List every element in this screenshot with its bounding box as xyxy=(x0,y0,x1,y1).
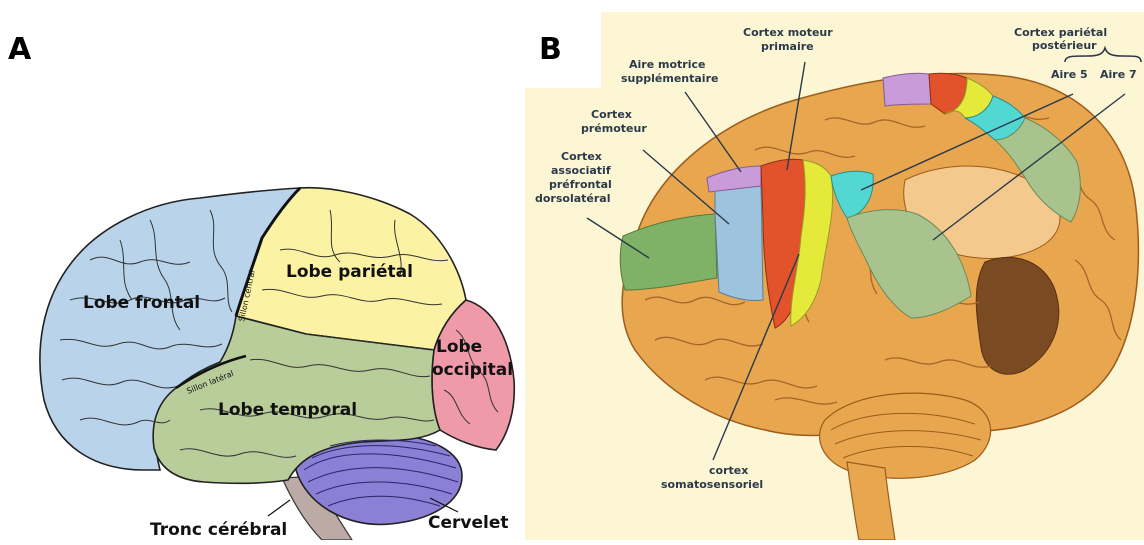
sma-label-2: supplémentaire xyxy=(621,72,718,85)
frontal-lobe-label: Lobe frontal xyxy=(83,293,200,313)
dlpfc-label-1: Cortex xyxy=(561,150,602,163)
panel-a: A xyxy=(0,0,540,540)
ppc-label-2: postérieur xyxy=(1032,39,1097,52)
occipital-lobe-label-line1: Lobe xyxy=(436,337,482,357)
ppc-label-1: Cortex pariétal xyxy=(1014,26,1107,39)
premotor-area xyxy=(715,184,763,301)
dlpfc-label-2: associatif xyxy=(551,164,611,177)
panel-a-brain-diagram: Lobe frontal Lobe pariétal Lobe occipita… xyxy=(0,0,540,540)
dlpfc-label-4: dorsolatéral xyxy=(535,192,611,205)
panel-b: B xyxy=(525,0,1144,540)
premotor-label-2: prémoteur xyxy=(581,122,647,135)
somatosensory-label-1: cortex xyxy=(709,464,748,477)
area7-label: Aire 7 xyxy=(1100,68,1137,81)
premotor-label-1: Cortex xyxy=(591,108,632,121)
motor-cortex-label-1: Cortex moteur xyxy=(743,26,833,39)
panel-b-letter: B xyxy=(539,32,562,67)
sma-label-1: Aire motrice xyxy=(629,58,705,71)
panel-b-brain-illustration: Cortex moteur primaire Aire motrice supp… xyxy=(525,0,1144,540)
sma-top xyxy=(883,73,931,106)
brainstem-label: Tronc cérébral xyxy=(150,520,287,540)
dlpfc-label-3: préfrontal xyxy=(549,178,612,191)
temporal-lobe-label: Lobe temporal xyxy=(218,400,357,420)
motor-cortex-label-2: primaire xyxy=(761,40,814,53)
occipital-lobe-label-line2: occipital xyxy=(432,360,513,380)
area5-label: Aire 5 xyxy=(1051,68,1088,81)
parietal-lobe-label: Lobe pariétal xyxy=(286,262,413,282)
somatosensory-label-2: somatosensoriel xyxy=(661,478,763,491)
brainstem-pointer xyxy=(268,500,290,516)
cerebellum-label: Cervelet xyxy=(428,513,508,533)
panel-a-letter: A xyxy=(8,32,31,67)
